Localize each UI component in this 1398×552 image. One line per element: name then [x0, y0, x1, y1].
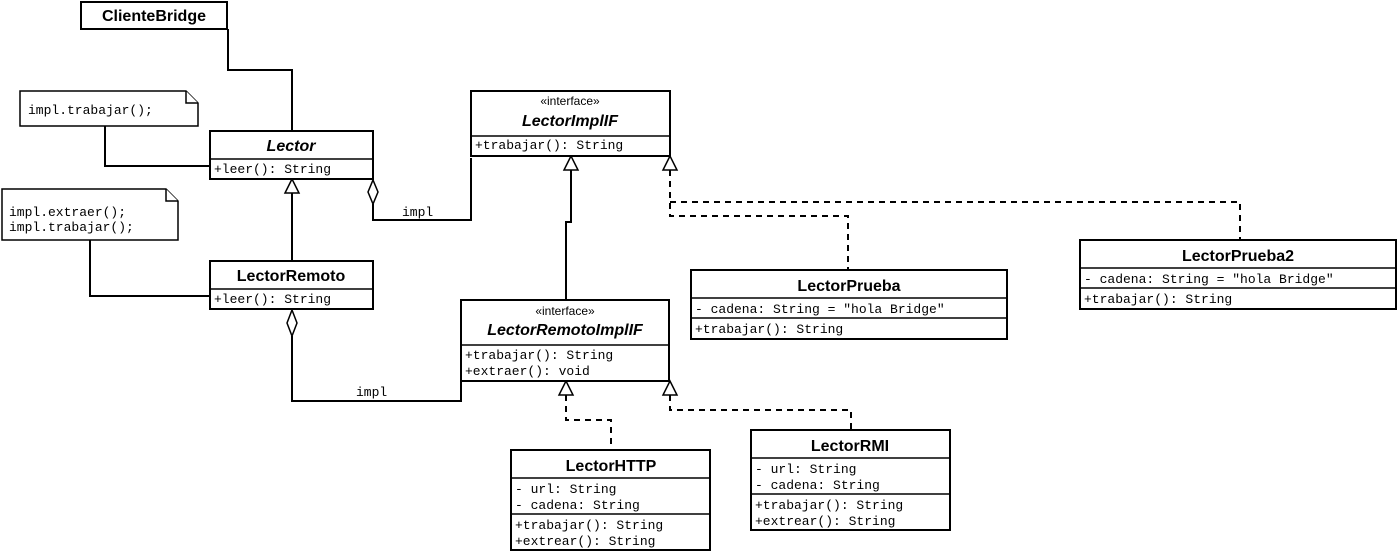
- attribute: - url: String: [515, 482, 616, 497]
- method: +trabajar(): String: [1084, 292, 1232, 307]
- class-name: ClienteBridge: [102, 8, 206, 25]
- remoto-impl-extends-impl-line: [565, 170, 572, 300]
- note-lector-remoto: impl.extraer(); impl.trabajar();: [1, 188, 179, 241]
- class-name: LectorHTTP: [566, 458, 657, 475]
- lector-aggregation-diamond: [367, 178, 379, 206]
- lector-http-realization: [565, 395, 612, 450]
- stereotype: «interface»: [540, 94, 600, 108]
- remoto-extends-lector-arrow: [283, 177, 301, 194]
- method: +extrear(): String: [515, 534, 655, 549]
- class-lector-prueba: LectorPrueba - cadena: String = "hola Br…: [690, 269, 1008, 340]
- method: +extrear(): String: [755, 514, 895, 529]
- method: +trabajar(): String: [475, 138, 623, 153]
- method: +trabajar(): String: [755, 498, 903, 513]
- method: +trabajar(): String: [515, 518, 663, 533]
- class-cliente-bridge: ClienteBridge: [80, 1, 228, 30]
- impl-if-realization-arrow: [661, 154, 679, 171]
- method: +leer(): String: [214, 292, 331, 307]
- note-lector-line: impl.trabajar();: [28, 103, 153, 118]
- class-lector-prueba2: LectorPrueba2 - cadena: String = "hola B…: [1079, 239, 1397, 310]
- lector-prueba2-realization: [670, 201, 1241, 240]
- class-name: LectorRemoto: [237, 268, 346, 285]
- lector-impl-label: impl: [402, 205, 433, 220]
- cliente-lector-link: [227, 29, 293, 131]
- lector-rmi-realization: [669, 395, 852, 430]
- attribute: - cadena: String = "hola Bridge": [695, 302, 945, 317]
- lector-remoto-impl-association: [291, 336, 462, 402]
- method: +trabajar(): String: [695, 322, 843, 337]
- lector-remoto-impl-label: impl: [356, 385, 387, 400]
- connectors: impl impl: [89, 29, 1241, 450]
- note-lector-remoto-anchor: [89, 240, 210, 297]
- method: +extraer(): void: [465, 364, 590, 379]
- method: +trabajar(): String: [465, 348, 613, 363]
- interface-lector-remoto-impl-if: «interface» LectorRemotoImplIF +trabajar…: [460, 299, 670, 382]
- lector-prueba-realization: [669, 170, 849, 270]
- stereotype: «interface»: [535, 304, 595, 318]
- class-lector-rmi: LectorRMI - url: String - cadena: String…: [750, 429, 951, 531]
- note-lector-anchor: [104, 126, 210, 167]
- attribute: - cadena: String: [515, 498, 640, 513]
- lector-impl-association: [372, 158, 472, 221]
- remoto-impl-http-arrow: [557, 379, 575, 396]
- attribute: - cadena: String: [755, 478, 880, 493]
- class-name: LectorPrueba2: [1182, 248, 1294, 265]
- class-lector: Lector +leer(): String: [209, 130, 374, 180]
- interface-name: LectorRemotoImplIF: [487, 322, 644, 339]
- class-name: LectorRMI: [811, 438, 889, 455]
- interface-name: LectorImplIF: [522, 113, 619, 130]
- lector-remoto-aggregation-diamond: [286, 307, 298, 339]
- class-name: LectorPrueba: [797, 278, 900, 295]
- attribute: - url: String: [755, 462, 856, 477]
- class-lector-remoto: LectorRemoto +leer(): String: [209, 260, 374, 310]
- note-lector-remoto-line-2: impl.trabajar();: [9, 220, 134, 235]
- interface-lector-impl-if: «interface» LectorImplIF +trabajar(): St…: [470, 90, 671, 157]
- class-name: Lector: [267, 138, 317, 155]
- method: +leer(): String: [214, 162, 331, 177]
- note-lector: impl.trabajar();: [19, 90, 199, 127]
- note-lector-remoto-line-1: impl.extraer();: [9, 205, 126, 220]
- attribute: - cadena: String = "hola Bridge": [1084, 272, 1334, 287]
- class-lector-http: LectorHTTP - url: String - cadena: Strin…: [510, 449, 711, 551]
- remoto-impl-rmi-arrow: [661, 379, 679, 396]
- remoto-impl-extends-impl-arrow: [562, 154, 580, 171]
